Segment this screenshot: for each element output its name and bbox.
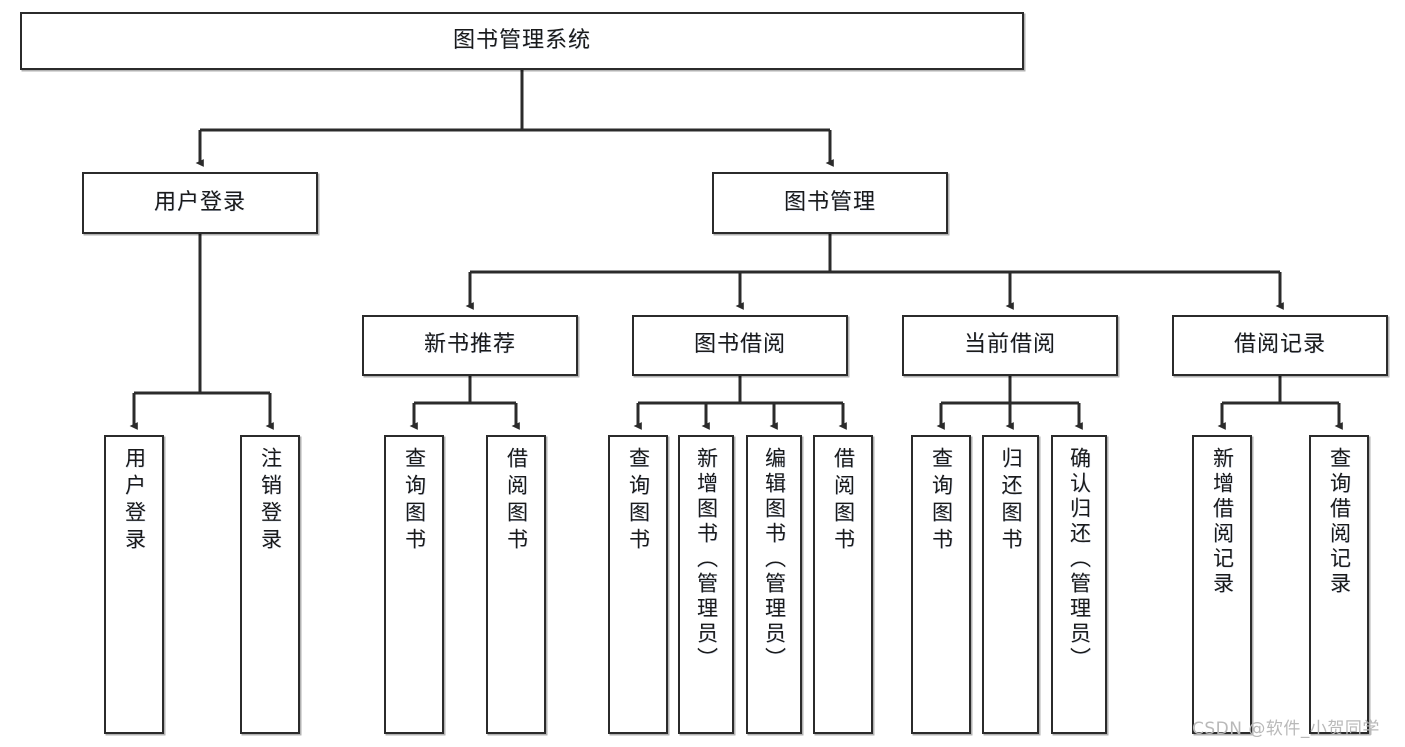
node-new-book-recommend[interactable]: 新书推荐 <box>362 315 578 376</box>
node-new-book-recommend-label: 新书推荐 <box>423 332 516 358</box>
node-leaf-query-record-label: 查询借阅记录 <box>1327 447 1352 597</box>
node-leaf-borrow-query-book[interactable]: 查询图书 <box>608 435 668 734</box>
node-book-borrow[interactable]: 图书借阅 <box>632 315 848 376</box>
node-leaf-user-logout[interactable]: 注销登录 <box>240 435 300 734</box>
node-root[interactable]: 图书管理系统 <box>20 12 1024 70</box>
node-leaf-add-record[interactable]: 新增借阅记录 <box>1192 435 1252 734</box>
node-leaf-rec-query-book-label: 查询图书 <box>402 447 427 555</box>
node-leaf-cur-query-book-label: 查询图书 <box>929 447 954 555</box>
node-book-manage-label: 图书管理 <box>783 189 876 215</box>
node-root-label: 图书管理系统 <box>452 27 591 53</box>
csdn-watermark: CSDN @软件_小贺同学 <box>1192 719 1380 739</box>
node-borrow-record-label: 借阅记录 <box>1233 332 1326 358</box>
node-leaf-add-book-label: 新增图书（管理员） <box>694 447 719 672</box>
node-leaf-confirm-return[interactable]: 确认归还（管理员） <box>1051 435 1107 734</box>
node-leaf-borrow-query-book-label: 查询图书 <box>626 447 651 555</box>
node-leaf-query-record[interactable]: 查询借阅记录 <box>1309 435 1369 734</box>
node-user-login-label: 用户登录 <box>153 189 246 215</box>
node-leaf-return-book-label: 归还图书 <box>999 447 1023 555</box>
node-leaf-add-book[interactable]: 新增图书（管理员） <box>678 435 734 734</box>
node-book-manage[interactable]: 图书管理 <box>712 172 948 234</box>
node-current-borrow-label: 当前借阅 <box>963 332 1056 358</box>
node-leaf-rec-borrow-book[interactable]: 借阅图书 <box>486 435 546 734</box>
node-leaf-return-book[interactable]: 归还图书 <box>982 435 1039 734</box>
node-user-login[interactable]: 用户登录 <box>82 172 318 234</box>
node-leaf-user-logout-label: 注销登录 <box>258 447 283 555</box>
node-leaf-rec-query-book[interactable]: 查询图书 <box>384 435 444 734</box>
node-book-borrow-label: 图书借阅 <box>693 332 786 358</box>
node-leaf-rec-borrow-book-label: 借阅图书 <box>504 447 529 555</box>
node-borrow-record[interactable]: 借阅记录 <box>1172 315 1388 376</box>
node-leaf-cur-query-book[interactable]: 查询图书 <box>911 435 971 734</box>
node-leaf-edit-book[interactable]: 编辑图书（管理员） <box>746 435 802 734</box>
node-current-borrow[interactable]: 当前借阅 <box>902 315 1118 376</box>
node-leaf-borrow-book[interactable]: 借阅图书 <box>813 435 873 734</box>
node-leaf-borrow-book-label: 借阅图书 <box>831 447 856 555</box>
node-leaf-edit-book-label: 编辑图书（管理员） <box>762 447 787 672</box>
node-leaf-add-record-label: 新增借阅记录 <box>1210 447 1235 597</box>
node-leaf-user-login-label: 用户登录 <box>122 447 147 555</box>
node-leaf-user-login[interactable]: 用户登录 <box>104 435 164 734</box>
node-leaf-confirm-return-label: 确认归还（管理员） <box>1067 447 1092 672</box>
